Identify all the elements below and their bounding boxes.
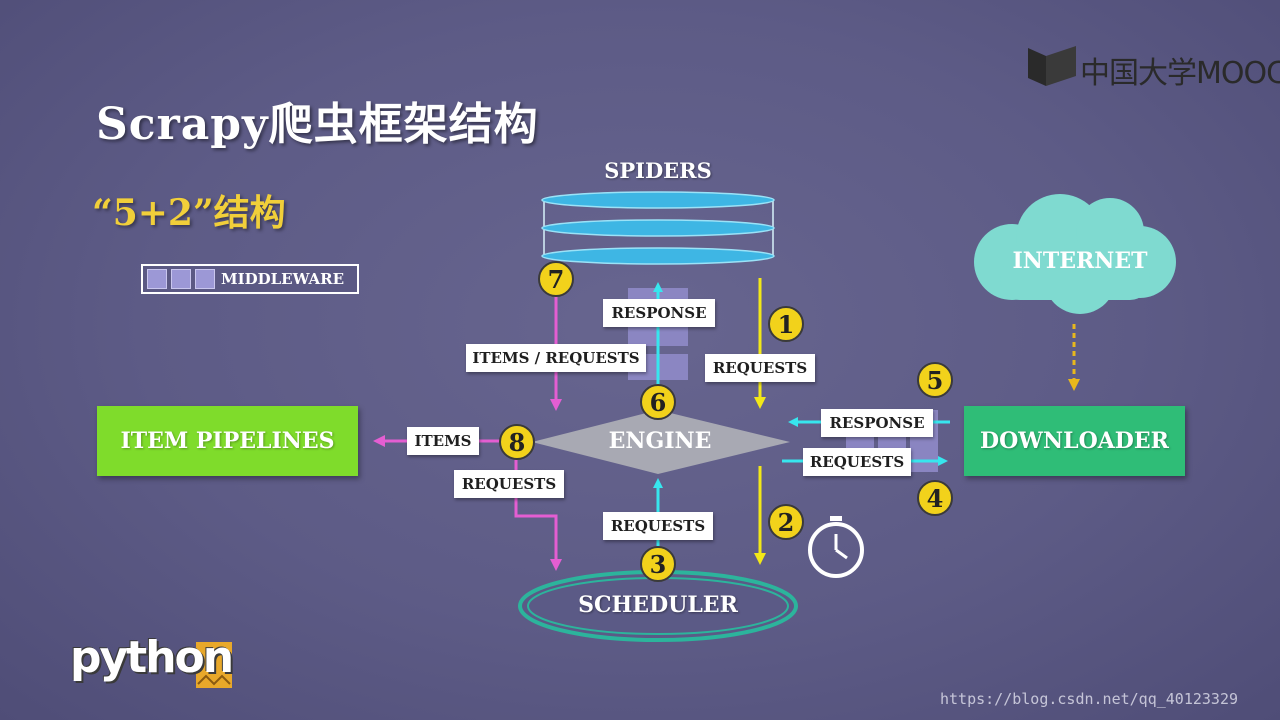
- label-requests-8: REQUESTS: [454, 470, 564, 498]
- step-8-badge: 8: [499, 424, 535, 460]
- engine-diamond: [532, 410, 790, 474]
- page-title: Scrapy爬虫框架结构: [96, 99, 539, 150]
- page-subtitle: “5+2”结构: [92, 192, 286, 234]
- scheduler-label: SCHEDULER: [578, 592, 738, 618]
- internet-label: INTERNET: [1012, 248, 1148, 274]
- middleware-square: [171, 269, 191, 289]
- middleware-legend: MIDDLEWARE: [141, 264, 359, 294]
- middleware-square: [147, 269, 167, 289]
- step-2-badge: 2: [768, 504, 804, 540]
- label-requests-3: REQUESTS: [603, 512, 713, 540]
- step-1-badge: 1: [768, 306, 804, 342]
- python-logo-tag-icon: [196, 642, 232, 688]
- label-items: ITEMS: [407, 427, 479, 455]
- step-3-badge: 3: [640, 546, 676, 582]
- middleware-legend-label: MIDDLEWARE: [221, 270, 345, 288]
- internet-cloud: [974, 194, 1176, 314]
- label-requests-downloader: REQUESTS: [803, 448, 911, 476]
- middleware-square: [195, 269, 215, 289]
- step-7-badge: 7: [538, 261, 574, 297]
- spiders-component: [541, 191, 775, 265]
- spiders-label: SPIDERS: [604, 158, 712, 183]
- item-pipelines-label: ITEM PIPELINES: [120, 428, 335, 454]
- label-response-downloader: RESPONSE: [821, 409, 933, 437]
- label-response-up: RESPONSE: [603, 299, 715, 327]
- downloader-label: DOWNLOADER: [980, 428, 1169, 454]
- mooc-brand: 中国大学MOOC: [1080, 56, 1280, 91]
- stopwatch-icon: [808, 516, 864, 578]
- mooc-logo-icon: [1028, 46, 1076, 86]
- python-logo: python: [70, 632, 234, 683]
- step-6-badge: 6: [640, 384, 676, 420]
- step-4-badge: 4: [917, 480, 953, 516]
- engine-label: ENGINE: [608, 428, 712, 454]
- label-items-requests: ITEMS / REQUESTS: [466, 344, 646, 372]
- step-5-badge: 5: [917, 362, 953, 398]
- item-pipelines-block: ITEM PIPELINES: [97, 406, 358, 476]
- watermark: https://blog.csdn.net/qq_40123329: [940, 690, 1239, 708]
- label-requests-1: REQUESTS: [705, 354, 815, 382]
- downloader-block: DOWNLOADER: [964, 406, 1185, 476]
